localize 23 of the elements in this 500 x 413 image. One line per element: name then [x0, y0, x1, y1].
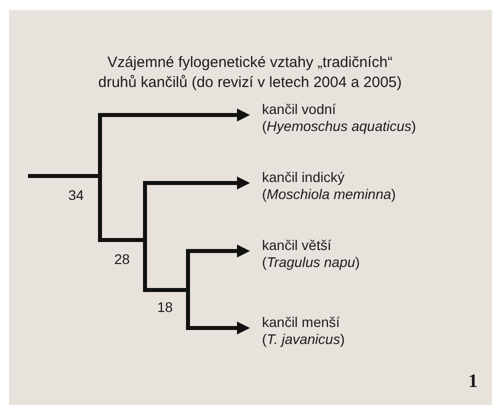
species-name: (Tragulus napu): [262, 254, 360, 271]
common-name: kančil vodní: [262, 101, 336, 118]
branch-line: [147, 288, 186, 292]
branch-bar: [143, 181, 147, 292]
branch-line: [28, 174, 98, 178]
branch-bar: [186, 249, 190, 330]
common-name: kančil větší: [262, 237, 332, 254]
species-name: (Moschiola meminna): [262, 186, 396, 203]
node-number: 34: [68, 187, 84, 203]
branch-arrow: [147, 176, 250, 190]
node-number: 28: [114, 251, 130, 267]
branch-arrow: [190, 322, 250, 334]
branch-line: [102, 238, 143, 242]
diagram-title: Vzájemné fylogenetické vztahy „tradičních“ druhů kančilů (do revizí v letech 2004 a 2005): [97, 53, 403, 93]
figure-number: 1: [468, 372, 478, 392]
common-name: kančil indický: [262, 169, 344, 186]
branch-arrow: [190, 244, 250, 258]
branch-arrow: [102, 108, 250, 122]
node-number: 18: [157, 299, 173, 315]
species-name: (T. javanicus): [262, 331, 345, 348]
species-name: (Hyemoschus aquaticus): [262, 118, 416, 135]
branch-bar: [98, 113, 102, 242]
common-name: kančil menší: [262, 314, 340, 331]
